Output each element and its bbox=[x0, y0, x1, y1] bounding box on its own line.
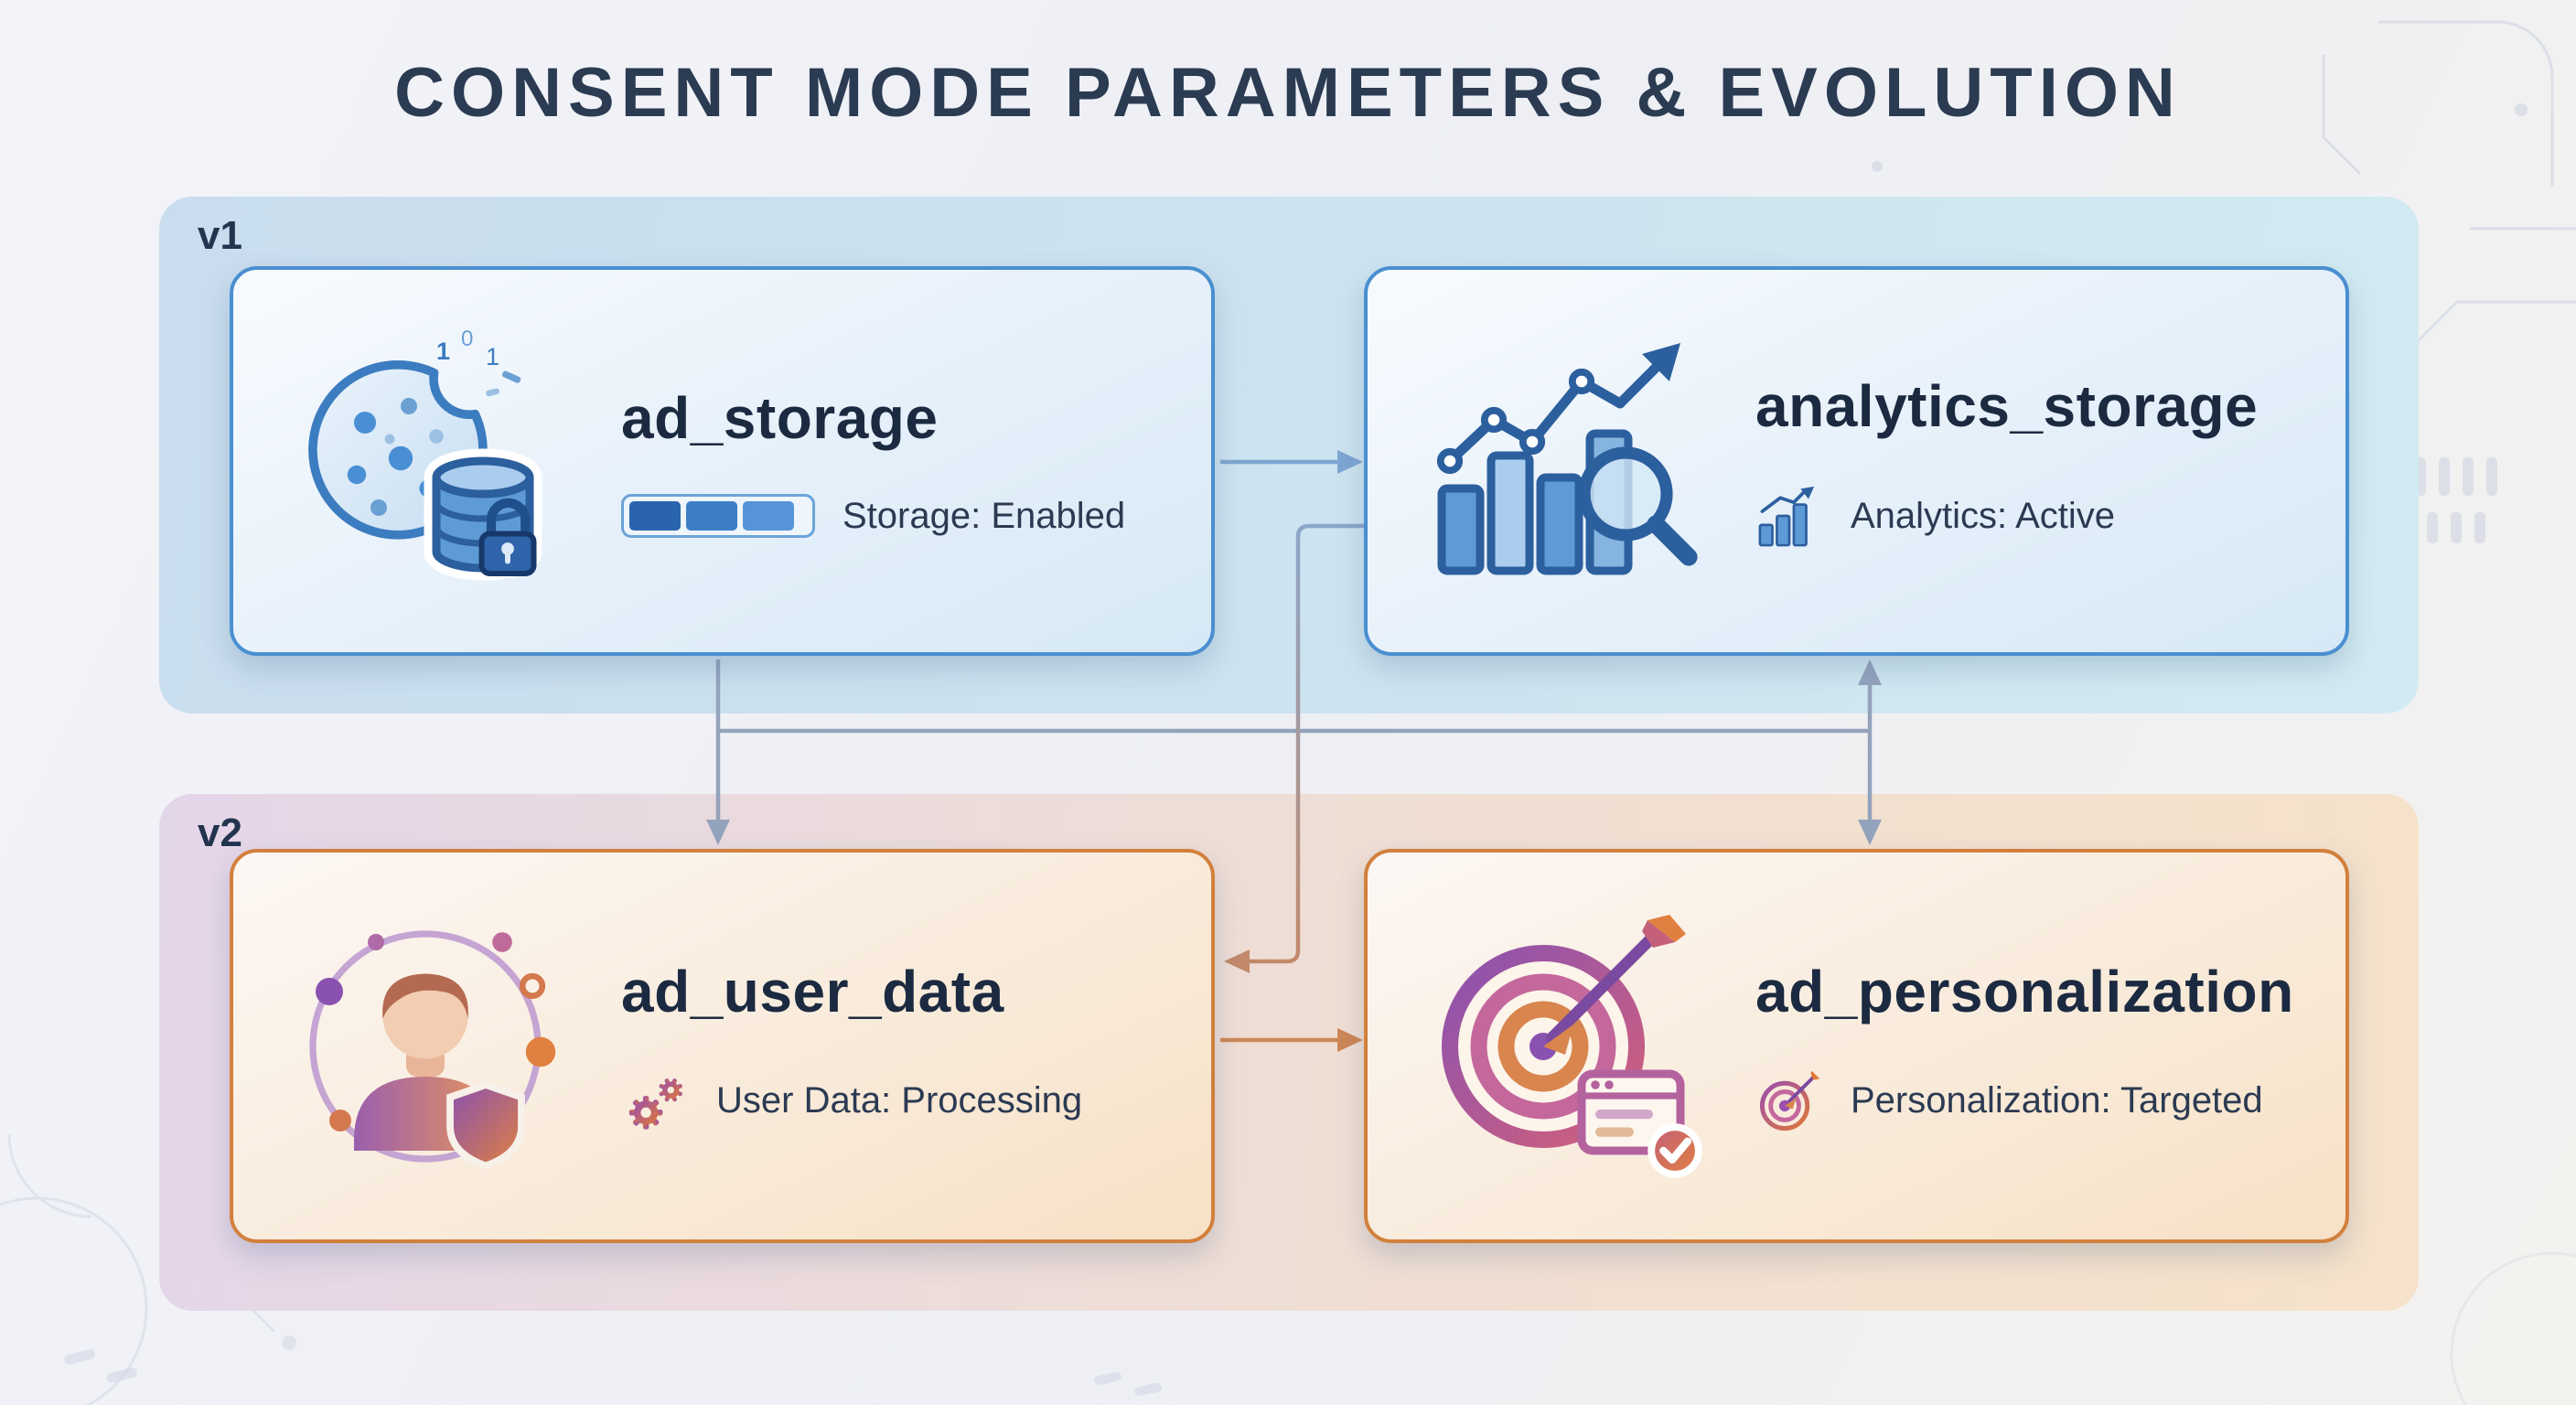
gears-icon bbox=[621, 1067, 689, 1135]
card-title-analytics-storage: analytics_storage bbox=[1755, 373, 2259, 439]
user-privacy-icon bbox=[294, 909, 568, 1184]
page-title: CONSENT MODE PARAMETERS & EVOLUTION bbox=[394, 54, 2182, 132]
card-title-ad-storage: ad_storage bbox=[621, 385, 939, 451]
svg-text:1: 1 bbox=[486, 343, 499, 370]
status-ad-storage: Storage: Enabled bbox=[843, 495, 1126, 536]
group-v1-label: v1 bbox=[198, 213, 242, 258]
card-analytics-storage: analytics_storage Analytics: Active bbox=[1364, 266, 2349, 656]
storage-progress-bar bbox=[621, 494, 815, 538]
target-dart-icon bbox=[1428, 909, 1702, 1184]
card-ad-user-data: ad_user_data bbox=[230, 849, 1215, 1243]
svg-text:0: 0 bbox=[461, 327, 473, 351]
personalization-status-row: Personalization: Targeted bbox=[1755, 1067, 2294, 1135]
svg-text:1: 1 bbox=[436, 338, 450, 365]
group-v2-label: v2 bbox=[198, 810, 242, 855]
card-ad-personalization: ad_personalization bbox=[1364, 849, 2349, 1243]
ad-storage-status-row: Storage: Enabled bbox=[621, 494, 1125, 538]
analytics-status-row: Analytics: Active bbox=[1755, 482, 2258, 550]
status-analytics-storage: Analytics: Active bbox=[1851, 495, 2116, 536]
progress-segment bbox=[629, 501, 681, 531]
bar-chart-up-icon bbox=[1755, 482, 1823, 550]
card-title-ad-personalization: ad_personalization bbox=[1755, 958, 2294, 1024]
status-ad-user-data: User Data: Processing bbox=[716, 1080, 1083, 1121]
status-ad-personalization: Personalization: Targeted bbox=[1851, 1080, 2263, 1121]
card-title-ad-user-data: ad_user_data bbox=[621, 958, 1004, 1024]
analytics-magnifier-icon bbox=[1428, 324, 1702, 598]
card-ad-storage: 1 0 1 bbox=[230, 266, 1215, 656]
target-small-icon bbox=[1755, 1067, 1823, 1135]
progress-segment bbox=[686, 501, 737, 531]
user-data-status-row: User Data: Processing bbox=[621, 1067, 1082, 1135]
cookie-database-icon: 1 0 1 bbox=[294, 324, 568, 598]
progress-segment bbox=[743, 501, 794, 531]
